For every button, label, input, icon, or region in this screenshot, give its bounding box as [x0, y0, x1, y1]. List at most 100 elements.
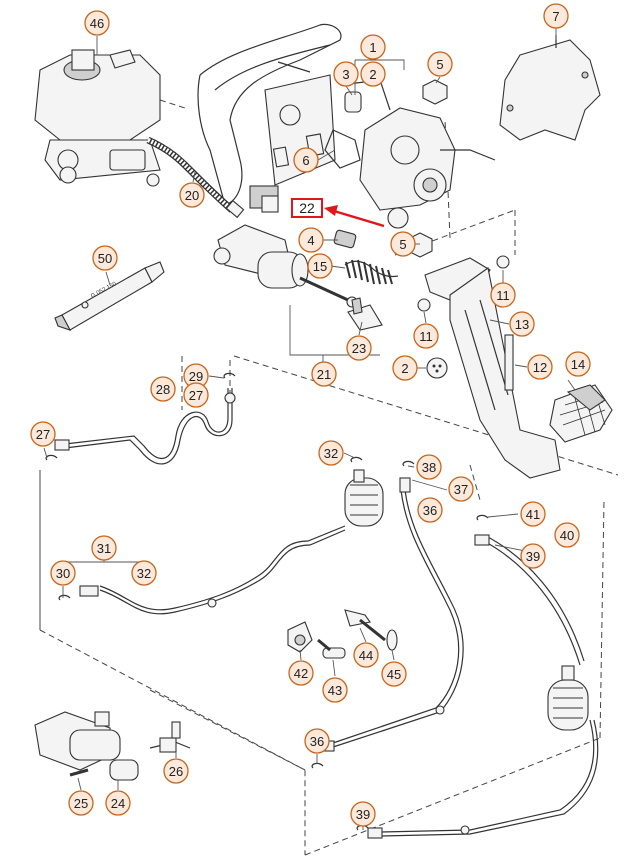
callout-45[interactable]: 45: [381, 661, 407, 687]
callout-32-upper-circle: [318, 440, 344, 466]
callout-3-label: 3: [342, 67, 349, 82]
callout-42[interactable]: 42: [288, 660, 314, 686]
callout-36-upper[interactable]: 36: [417, 497, 443, 523]
callout-27-upper[interactable]: 27: [183, 382, 209, 408]
callout-27-left[interactable]: 27: [30, 421, 56, 447]
callout-7[interactable]: 7: [543, 3, 569, 29]
callout-1-label: 1: [369, 40, 376, 55]
callout-20[interactable]: 20: [179, 182, 205, 208]
callout-39-upper[interactable]: 39: [520, 543, 546, 569]
callout-46[interactable]: 46: [84, 10, 110, 36]
callout-4-circle: [298, 227, 324, 253]
callout-2-lower-circle: [392, 355, 418, 381]
callout-32-lower-label: 32: [137, 566, 151, 581]
callout-39-lower[interactable]: 39: [350, 801, 376, 827]
callout-41-label: 41: [526, 507, 540, 522]
callout-12[interactable]: 12: [527, 354, 553, 380]
callout-37[interactable]: 37: [448, 476, 474, 502]
callout-21[interactable]: 21: [311, 361, 337, 387]
callout-28[interactable]: 28: [150, 376, 176, 402]
callout-36-lower-circle: [304, 728, 330, 754]
callout-32-upper[interactable]: 32: [318, 440, 344, 466]
callout-5-upper[interactable]: 5: [427, 51, 453, 77]
callout-30[interactable]: 30: [50, 560, 76, 586]
callout-44[interactable]: 44: [353, 642, 379, 668]
callout-26[interactable]: 26: [163, 758, 189, 784]
callout-44-circle: [353, 642, 379, 668]
callout-14[interactable]: 14: [565, 351, 591, 377]
callout-39-upper-circle: [520, 543, 546, 569]
callout-6-circle: [293, 147, 319, 173]
callout-13-circle: [509, 311, 535, 337]
callout-36-lower-label: 36: [310, 734, 324, 749]
callout-11-right[interactable]: 11: [490, 282, 516, 308]
highlighted-callout-22-label: 22: [299, 200, 315, 216]
callout-43[interactable]: 43: [322, 677, 348, 703]
rubber-stop: [426, 357, 448, 379]
callout-20-label: 20: [185, 188, 199, 203]
callout-50[interactable]: 50: [92, 245, 118, 271]
callout-4[interactable]: 4: [298, 227, 324, 253]
callout-38[interactable]: 38: [416, 454, 442, 480]
callout-27-upper-circle: [183, 382, 209, 408]
pedal-bracket: [272, 61, 496, 258]
callout-46-label: 46: [90, 16, 104, 31]
callout-29-label: 29: [189, 369, 203, 384]
callout-39-lower-circle: [350, 801, 376, 827]
callout-24-label: 24: [111, 796, 125, 811]
callout-30-circle: [50, 560, 76, 586]
callout-3[interactable]: 3: [333, 61, 359, 87]
callout-41-circle: [520, 501, 546, 527]
callout-2-upper[interactable]: 2: [360, 61, 386, 87]
callout-29[interactable]: 29: [183, 363, 209, 389]
callout-32-upper-label: 32: [324, 446, 338, 461]
callout-5-upper-circle: [427, 51, 453, 77]
callout-42-circle: [288, 660, 314, 686]
callout-41[interactable]: 41: [520, 501, 546, 527]
callout-37-circle: [448, 476, 474, 502]
callout-11-left[interactable]: 11: [413, 323, 439, 349]
callout-2-lower[interactable]: 2: [392, 355, 418, 381]
callout-24[interactable]: 24: [105, 790, 131, 816]
callout-40-circle: [554, 522, 580, 548]
callout-21-circle: [311, 361, 337, 387]
callout-5-lower[interactable]: 5: [390, 231, 416, 257]
callout-31[interactable]: 31: [91, 535, 117, 561]
callout-7-label: 7: [552, 9, 559, 24]
callout-7-circle: [543, 3, 569, 29]
callout-15[interactable]: 15: [307, 253, 333, 279]
callout-14-label: 14: [571, 357, 585, 372]
callout-43-label: 43: [328, 683, 342, 698]
callout-15-circle: [307, 253, 333, 279]
callout-50-label: 50: [98, 251, 112, 266]
callout-38-label: 38: [422, 460, 436, 475]
leader-lines: [43, 28, 576, 830]
callout-13[interactable]: 13: [509, 311, 535, 337]
callout-6[interactable]: 6: [293, 147, 319, 173]
callout-25-label: 25: [74, 796, 88, 811]
callout-5-lower-circle: [390, 231, 416, 257]
callout-2-lower-label: 2: [401, 361, 408, 376]
callout-36-lower[interactable]: 36: [304, 728, 330, 754]
callout-2-upper-circle: [360, 61, 386, 87]
highlighted-callout-22[interactable]: 22: [291, 198, 323, 218]
callout-25[interactable]: 25: [68, 790, 94, 816]
callout-2-upper-label: 2: [369, 67, 376, 82]
callout-14-circle: [565, 351, 591, 377]
callout-39-upper-label: 39: [526, 549, 540, 564]
slave-cylinder: [34, 711, 191, 781]
callout-1[interactable]: 1: [360, 34, 386, 60]
callout-40[interactable]: 40: [554, 522, 580, 548]
clip-parts-42-45: [287, 609, 398, 659]
callout-32-lower[interactable]: 32: [131, 560, 157, 586]
callout-11-left-circle: [413, 323, 439, 349]
callout-25-circle: [68, 790, 94, 816]
callout-26-label: 26: [169, 764, 183, 779]
callout-31-label: 31: [97, 541, 111, 556]
callout-23[interactable]: 23: [346, 335, 372, 361]
callout-37-label: 37: [454, 482, 468, 497]
callout-15-label: 15: [313, 259, 327, 274]
callout-21-label: 21: [317, 367, 331, 382]
clutch-master-cylinder: [213, 185, 358, 308]
callout-26-circle: [163, 758, 189, 784]
